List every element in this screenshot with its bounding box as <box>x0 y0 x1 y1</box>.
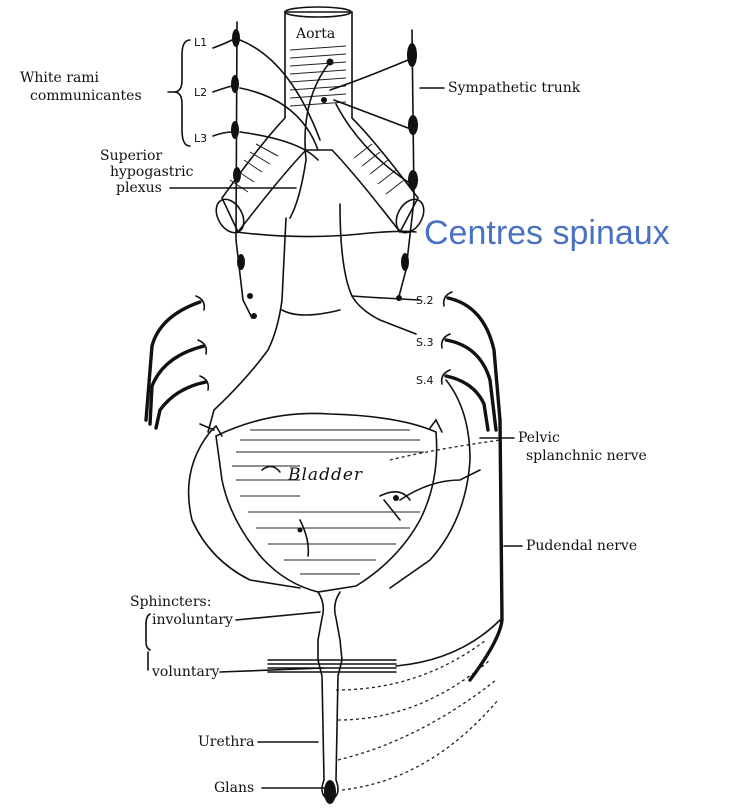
glans-label: Glans <box>214 780 254 796</box>
hypogastric-nerves <box>208 40 420 432</box>
l3-label: L3 <box>194 132 207 145</box>
urethra-label: Urethra <box>198 734 254 750</box>
left-sympathetic-trunk <box>231 22 257 319</box>
splanchnic-nerve-label: splanchnic nerve <box>526 448 647 464</box>
bladder-label: Bladder <box>287 465 363 485</box>
urethra <box>268 592 500 804</box>
l1-label: L1 <box>194 36 207 49</box>
bladder: Bladder <box>210 413 442 592</box>
labels-right: Sympathetic trunk Pelvic splanchnic nerv… <box>420 80 647 554</box>
pudendal-nerve-label: Pudendal nerve <box>526 538 637 554</box>
communicantes-label: communicantes <box>30 88 142 104</box>
pelvic-label: Pelvic <box>518 430 560 446</box>
sphincters-label: Sphincters: <box>130 594 211 610</box>
sympathetic-trunk-label: Sympathetic trunk <box>448 80 581 96</box>
left-sacral-roots <box>146 296 208 428</box>
centres-spinaux-caption: Centres spinaux <box>424 214 670 253</box>
involuntary-label: involuntary <box>152 612 233 628</box>
s3-label: S.3 <box>416 336 433 349</box>
right-sympathetic-trunk <box>396 30 418 301</box>
voluntary-label: voluntary <box>151 664 220 680</box>
aorta-label: Aorta <box>295 26 335 42</box>
s4-label: S.4 <box>416 374 433 387</box>
white-rami-label: White rami <box>20 70 100 86</box>
plexus-label: plexus <box>116 180 162 196</box>
hypogastric-label: hypogastric <box>110 164 194 180</box>
s2-label: S.2 <box>416 294 433 307</box>
l2-label: L2 <box>194 86 207 99</box>
superior-label: Superior <box>100 148 162 164</box>
